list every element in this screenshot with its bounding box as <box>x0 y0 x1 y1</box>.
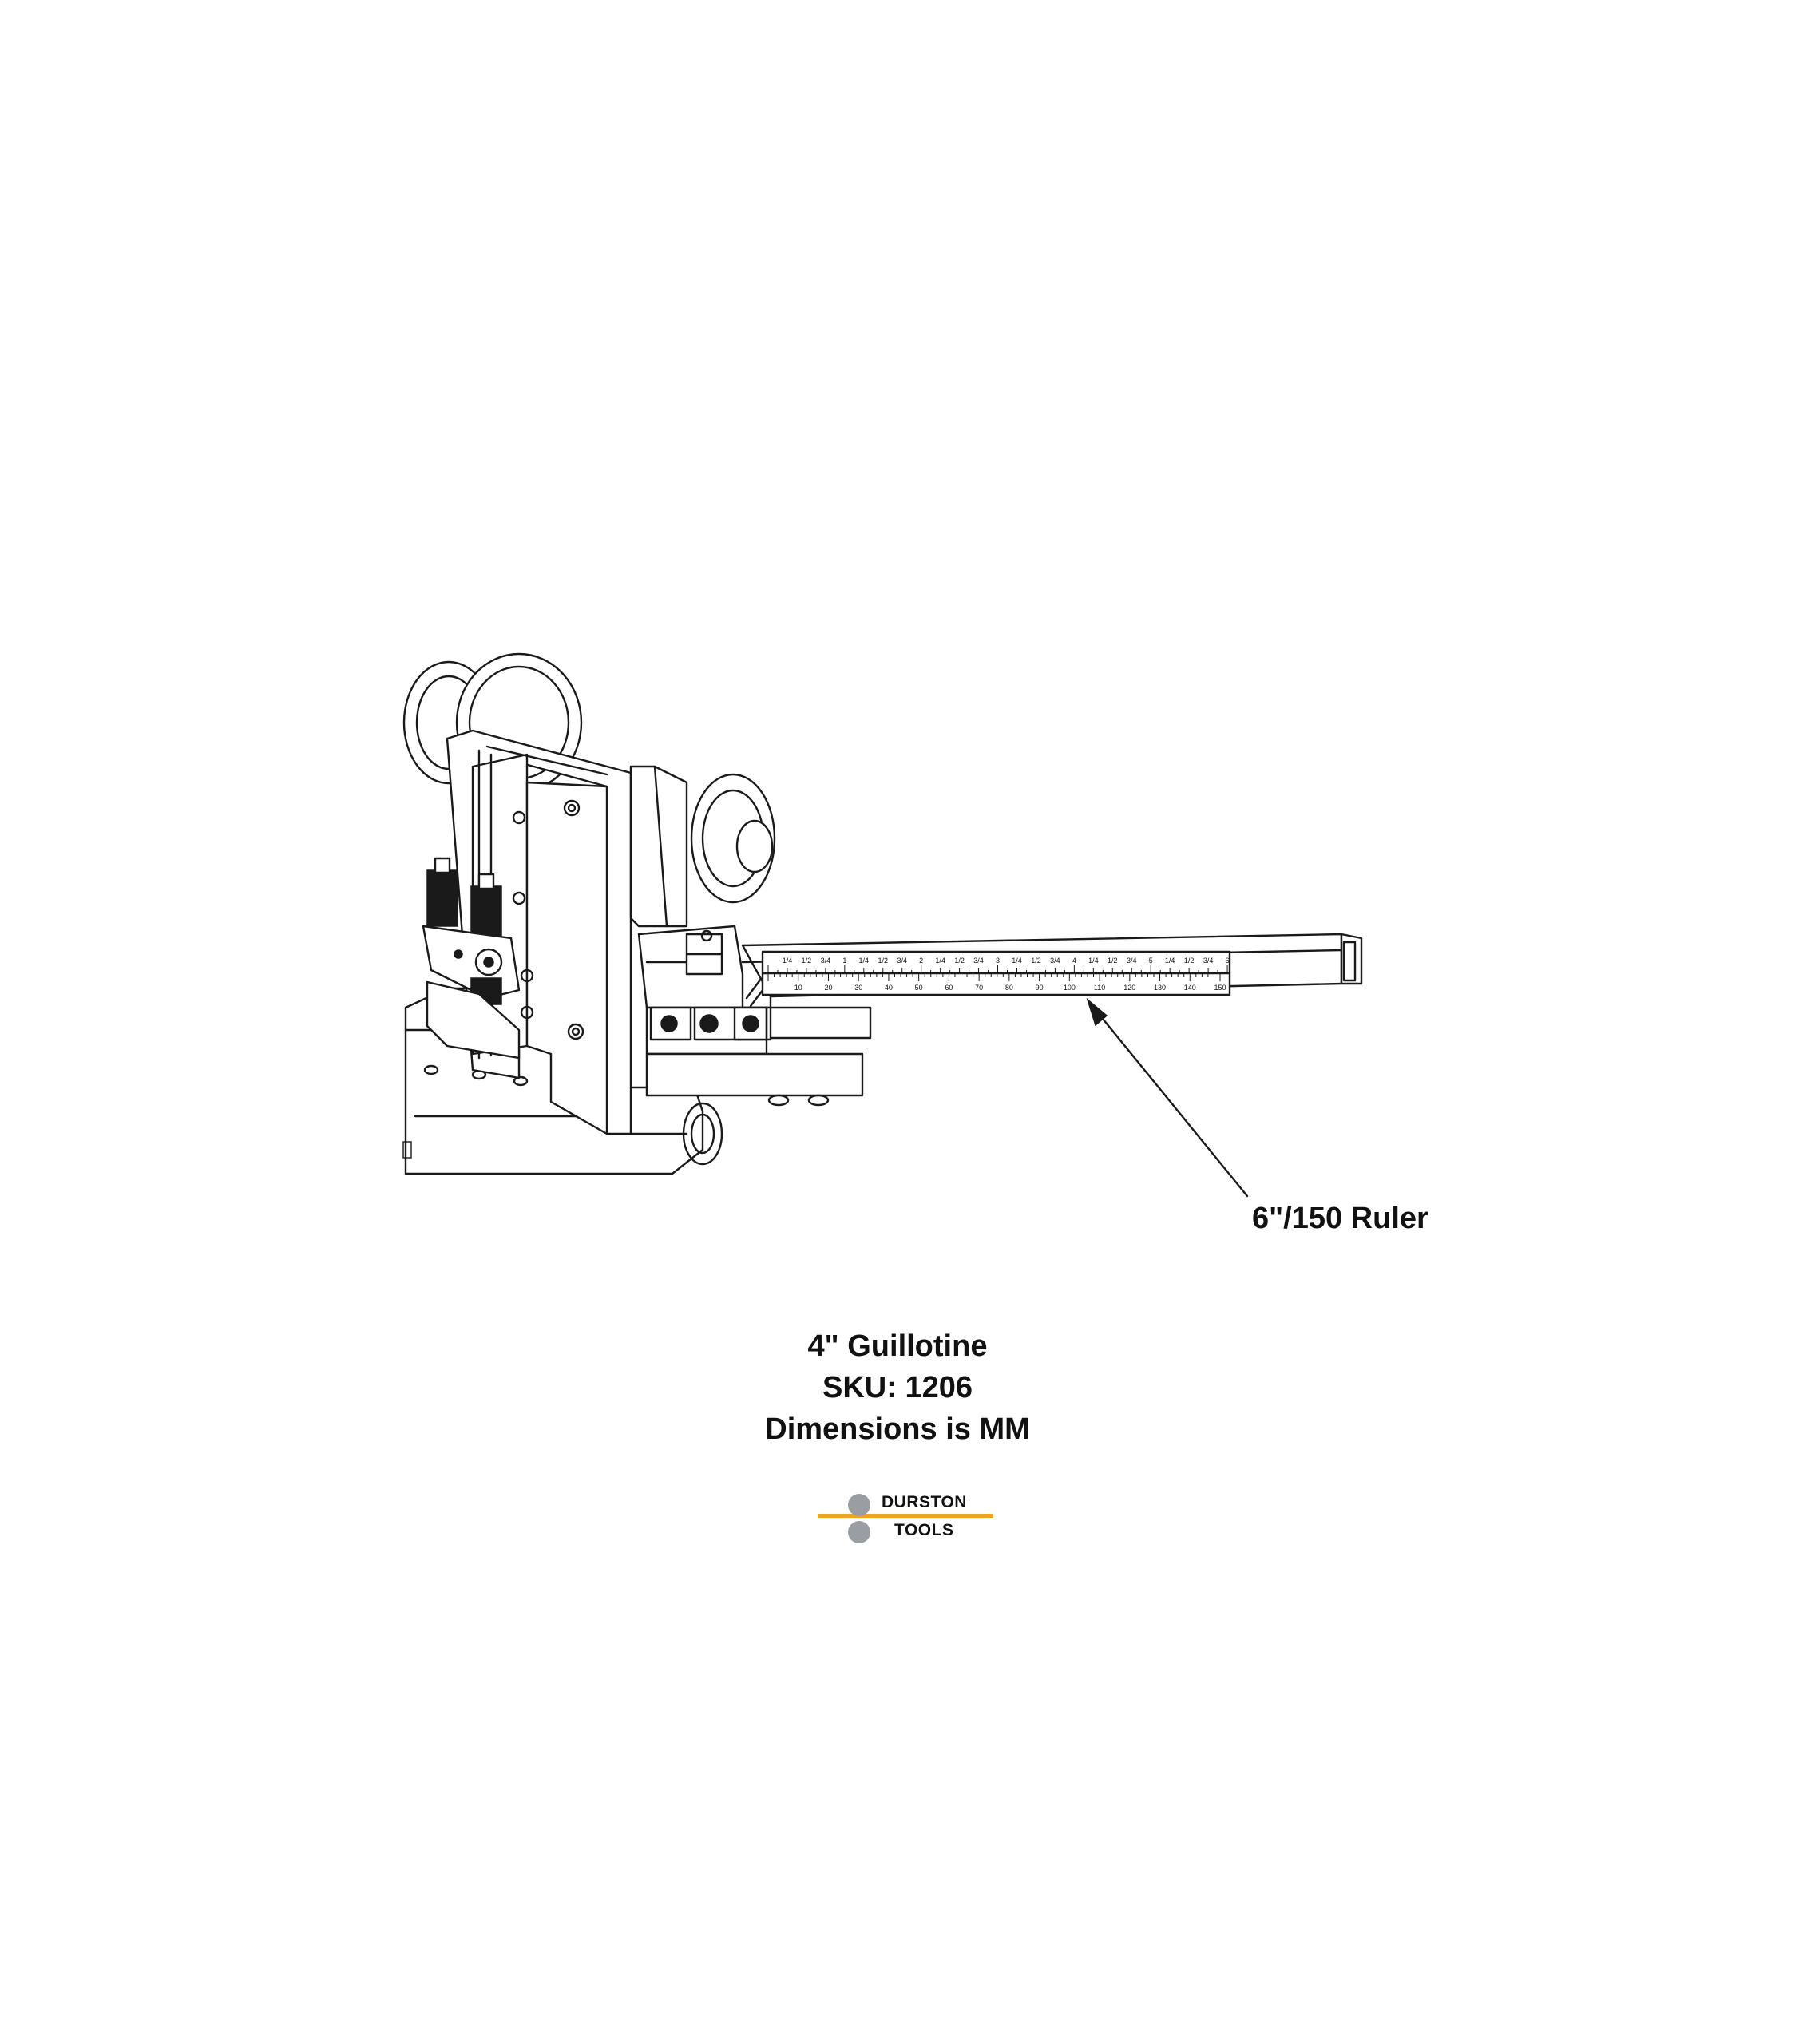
ruler-mm-label: 40 <box>885 984 893 992</box>
product-sku: SKU: 1206 <box>822 1371 973 1404</box>
product-title: 4" Guillotine <box>807 1329 988 1363</box>
ruler-inch-label: 2 <box>919 957 923 965</box>
ruler-mm-label: 30 <box>854 984 862 992</box>
logo-dot-icon <box>848 1521 870 1543</box>
ruler-mm-labels: 10 20 30 40 50 60 70 80 90 100 110 120 130 140 150 <box>794 984 1226 992</box>
ruler-inch-labels: 1/4 1/2 3/4 1 1/4 1/2 3/4 2 1/4 1/2 3/4 3 1/4 1/2 3/4 4… <box>783 957 1230 965</box>
motor-housing <box>629 765 776 928</box>
ruler-mm-label: 150 <box>1214 984 1226 992</box>
ruler-inch-label: 1/2 <box>802 957 812 965</box>
ruler-callout-arrow <box>1086 997 1249 1198</box>
ruler-mm-label: 120 <box>1123 984 1135 992</box>
ruler-inch-label: 3 <box>996 957 1000 965</box>
logo-dot-icon <box>848 1494 870 1516</box>
ruler-mm-label: 130 <box>1154 984 1166 992</box>
ruler-inch-label: 3/4 <box>1050 957 1060 965</box>
ruler-callout-label: 6"/150 Ruler <box>1252 1202 1428 1235</box>
ruler-inch-label: 1/4 <box>1088 957 1099 965</box>
ruler-inch-label: 3/4 <box>1203 957 1214 965</box>
ruler-inch-label: 6 <box>1226 957 1230 965</box>
ruler-inch-label: 5 <box>1149 957 1153 965</box>
dimensions-note: Dimensions is MM <box>765 1412 1030 1446</box>
ruler-mm-label: 50 <box>915 984 923 992</box>
ruler-ticks <box>767 965 1228 981</box>
ruler-inch-label: 4 <box>1072 957 1076 965</box>
ruler-inch-label: 3/4 <box>973 957 984 965</box>
ruler-inch-label: 1/4 <box>935 957 945 965</box>
ruler-mm-label: 90 <box>1036 984 1044 992</box>
fence-carriage <box>637 925 872 1107</box>
ruler-inch-label: 1/2 <box>1184 957 1195 965</box>
durston-tools-logo: DURSTON TOOLS <box>814 1487 998 1544</box>
ruler-inch-label: 3/4 <box>1127 957 1137 965</box>
clamp-knobs <box>422 857 521 1060</box>
caption-block: 4" Guillotine SKU: 1206 Dimensions is MM <box>0 1325 1795 1450</box>
ruler-mm-label: 10 <box>794 984 802 992</box>
ruler-inch-label: 1/2 <box>878 957 889 965</box>
ruler-inch-label: 1/4 <box>859 957 870 965</box>
ruler-mm-label: 20 <box>824 984 832 992</box>
ruler-mm-label: 70 <box>975 984 983 992</box>
ruler-inch-label: 3/4 <box>821 957 831 965</box>
ruler-inch-label: 1/4 <box>1012 957 1022 965</box>
logo-word-tools: TOOLS <box>894 1521 954 1539</box>
ruler-6-inch-150mm: 10 20 30 40 50 60 70 80 90 100 110 120 130 140 150 1/4… <box>741 933 1363 998</box>
ruler-mm-label: 110 <box>1094 984 1105 992</box>
logo-accent-bar <box>818 1514 993 1518</box>
ruler-inch-label: 3/4 <box>897 957 907 965</box>
ruler-mm-label: 100 <box>1064 984 1076 992</box>
logo-word-durston: DURSTON <box>882 1493 967 1511</box>
ruler-inch-label: 1/4 <box>783 957 793 965</box>
ruler-mm-label: 140 <box>1184 984 1196 992</box>
ruler-mm-label: 60 <box>945 984 953 992</box>
ruler-mm-label: 80 <box>1005 984 1013 992</box>
ruler-inch-label: 1/2 <box>1108 957 1118 965</box>
ruler-inch-label: 1/4 <box>1165 957 1175 965</box>
ruler-inch-label: 1/2 <box>954 957 965 965</box>
ruler-inch-label: 1/2 <box>1031 957 1041 965</box>
ruler-inch-label: 1 <box>842 957 846 965</box>
